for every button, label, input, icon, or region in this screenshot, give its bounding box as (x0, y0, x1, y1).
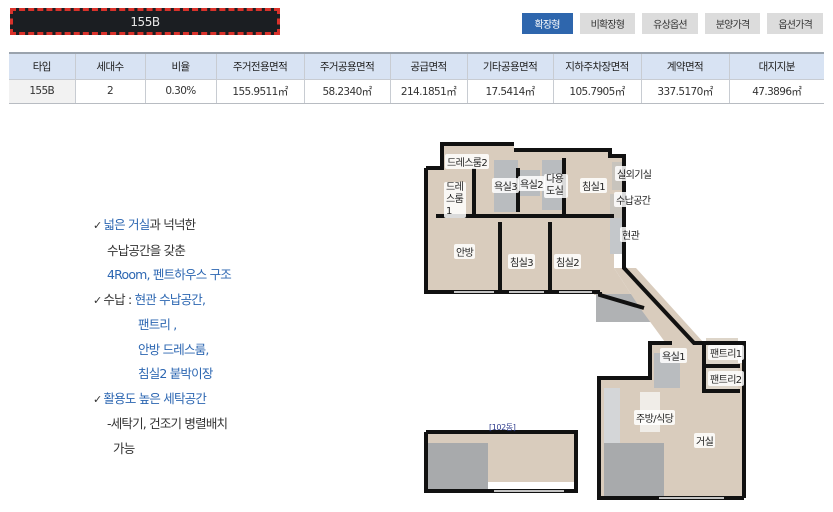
col-supply-area: 공급면적 (389, 52, 467, 79)
room-label: 팬트리1 (708, 345, 744, 360)
room-label: 침실2 (554, 254, 581, 269)
feature-line: 침실2 붙박이장 (138, 366, 213, 381)
building-label: [102동] (489, 423, 516, 432)
col-other-common-area: 기타공용면적 (466, 52, 553, 79)
cell-land-share: 47.3896㎡ (728, 78, 824, 104)
feature-line: ✓수납 : 현관 수납공간, (93, 291, 206, 307)
area-spec-table: 타입 세대수 비율 주거전용면적 주거공용면적 공급면적 기타공용면적 지하주차… (9, 52, 824, 104)
table-header-row: 타입 세대수 비율 주거전용면적 주거공용면적 공급면적 기타공용면적 지하주차… (9, 52, 824, 79)
col-ratio: 비율 (144, 52, 216, 79)
room-label: 욕실3 (492, 178, 519, 193)
col-contract-area: 계약면적 (640, 52, 729, 79)
check-icon: ✓ (93, 293, 102, 307)
feature-line: 수납공간을 갖춘 (107, 242, 186, 258)
cell-exclusive-area: 155.9511㎡ (215, 78, 304, 104)
cell-households: 2 (74, 78, 145, 104)
col-land-share: 대지지분 (728, 52, 824, 79)
room-label: 실외기실 (615, 166, 654, 181)
col-parking-area: 지하주차장면적 (552, 52, 641, 79)
feature-line: ✓넓은 거실과 넉넉한 (93, 217, 196, 232)
feature-line: 팬트리 , (138, 317, 177, 332)
feature-list: ✓넓은 거실과 넉넉한 수납공간을 갖춘 4Room, 펜트하우스 구조 ✓수납… (93, 213, 232, 461)
room-label: 팬트리2 (708, 371, 744, 386)
col-households: 세대수 (74, 52, 145, 79)
room-label: 욕실1 (660, 348, 687, 363)
cell-type: 155B (9, 78, 75, 104)
room-label: 드레스룸2 (445, 154, 490, 169)
room-label: 욕실2 (518, 176, 545, 191)
feature-line: -세탁기, 건조기 병렬배치 (107, 416, 228, 431)
col-type: 타입 (9, 52, 75, 79)
feature-line: 안방 드레스룸, (138, 341, 209, 357)
room-label: 안방 (454, 244, 476, 259)
floor-plan: 드레스룸2 드레스룸1 욕실3 욕실2 다용도실 침실1 실외기실 수납공간 현… (414, 138, 754, 508)
feature-line: 4Room, 펜트하우스 구조 (107, 267, 232, 282)
col-common-area: 주거공용면적 (303, 52, 390, 79)
room-label: 주방/식당 (634, 410, 676, 425)
tab-paid-options[interactable]: 유상옵션 (642, 13, 698, 34)
cell-common-area: 58.2340㎡ (303, 78, 390, 104)
room-label: 거실 (694, 433, 716, 448)
feature-line: ✓활용도 높은 세탁공간 (93, 390, 207, 406)
feature-line: 가능 (113, 440, 135, 456)
room-label: 침실1 (580, 178, 607, 193)
table-row: 155B 2 0.30% 155.9511㎡ 58.2340㎡ 214.1851… (9, 78, 824, 104)
room-label: 침실3 (508, 254, 535, 269)
check-icon: ✓ (93, 219, 102, 232)
tab-option-price[interactable]: 옵션가격 (767, 13, 823, 34)
unit-type-title: 155B (10, 8, 280, 35)
cell-ratio: 0.30% (144, 78, 216, 104)
plan-tabs: 확장형 비확장형 유상옵션 분양가격 옵션가격 (521, 13, 823, 34)
tab-expanded[interactable]: 확장형 (521, 13, 573, 34)
room-label: 수납공간 (614, 192, 653, 207)
cell-supply-area: 214.1851㎡ (389, 78, 467, 104)
room-label: 현관 (620, 227, 642, 242)
room-label: 다용도실 (544, 174, 568, 198)
cell-parking-area: 105.7905㎡ (552, 78, 641, 104)
cell-contract-area: 337.5170㎡ (640, 78, 729, 104)
room-label: 드레스룸1 (444, 182, 466, 218)
tab-sale-price[interactable]: 분양가격 (704, 13, 761, 34)
check-icon: ✓ (93, 392, 102, 406)
cell-other-common-area: 17.5414㎡ (466, 78, 553, 104)
tab-non-expanded[interactable]: 비확장형 (579, 13, 636, 34)
col-exclusive-area: 주거전용면적 (215, 52, 304, 79)
